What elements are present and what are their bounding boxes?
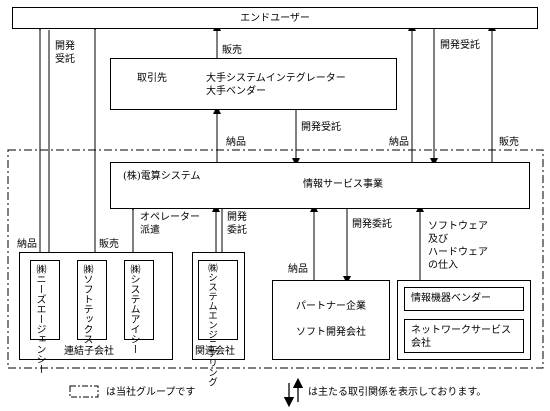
subsidiaries-group-label: 連結子会社 xyxy=(64,346,114,357)
legend-arrow-text: は主たる取引関係を表示しております。 xyxy=(308,387,487,398)
partner-line2: ソフト開発会社 xyxy=(296,327,366,338)
subsidiary-softtex-label: ㈱ソフトテックス xyxy=(81,264,92,344)
label-dev-right: 開発受託 xyxy=(440,40,480,51)
partner-line1: パートナー企業 xyxy=(296,301,366,312)
affiliate-system-engineering: ㈱システムエンジニアリング xyxy=(198,260,238,387)
label-hw-sw: ソフトウェア 及び ハードウェア の仕入 xyxy=(428,221,488,271)
client-line1: 大手システムインテグレーター xyxy=(206,73,346,84)
client-label: 取引先 xyxy=(137,73,167,84)
label-subsidiary-sales: 販売 xyxy=(99,239,119,250)
subsidiary-needs-agency: ㈱ニーズエージェンシー xyxy=(30,260,60,374)
main-company-box: (株)電算システム 情報サービス事業 xyxy=(110,162,530,209)
subsidiary-system-ic-label: ㈱システムアイシー xyxy=(128,264,139,354)
end-user-box: エンドユーザー xyxy=(12,7,538,29)
client-box: 取引先 大手システムインテグレーター 大手ベンダー xyxy=(110,58,397,110)
main-company-business: 情報サービス事業 xyxy=(303,179,383,190)
label-dev-mid: 開発受託 xyxy=(301,122,341,133)
group-boundary xyxy=(7,149,544,369)
label-operator: オペレーター 派遣 xyxy=(140,212,200,236)
main-company-name: (株)電算システム xyxy=(123,171,201,182)
vendor-info-equipment-label: 情報機器ベンダー xyxy=(411,293,491,304)
label-sales-right: 販売 xyxy=(499,137,519,148)
vendor-network-service-label: ネットワークサービス 会社 xyxy=(411,325,511,349)
end-user-label: エンドユーザー xyxy=(240,13,310,24)
affiliates-group-label: 関連会社 xyxy=(195,346,235,357)
label-delivery-right: 納品 xyxy=(389,137,409,148)
label-dev-commission: 開発 委託 xyxy=(227,212,247,236)
label-dev-left: 開発 受託 xyxy=(55,41,75,65)
label-subsidiary-delivery: 納品 xyxy=(17,239,37,250)
vendors-group: 情報機器ベンダー ネットワークサービス 会社 xyxy=(397,280,531,360)
vendor-info-equipment: 情報機器ベンダー xyxy=(404,287,524,311)
label-delivery-partner: 納品 xyxy=(288,264,308,275)
affiliate-system-engineering-label: ㈱システムエンジニアリング xyxy=(206,263,217,387)
subsidiary-system-ic: ㈱システムアイシー xyxy=(124,260,154,354)
subsidiary-softtex: ㈱ソフトテックス xyxy=(77,260,107,344)
label-delivery-left: 納品 xyxy=(226,137,246,148)
client-line2: 大手ベンダー xyxy=(206,86,266,97)
subsidiary-needs-agency-label: ㈱ニーズエージェンシー xyxy=(34,264,45,374)
label-sales-top: 販売 xyxy=(222,45,242,56)
label-dev-commission-partner: 開発委託 xyxy=(352,219,392,230)
partner-box: パートナー企業 ソフト開発会社 xyxy=(272,280,390,360)
vendor-network-service: ネットワークサービス 会社 xyxy=(404,319,524,353)
legend-group-text: は当社グループです xyxy=(106,387,196,398)
legend-dashed-sample xyxy=(69,385,99,398)
